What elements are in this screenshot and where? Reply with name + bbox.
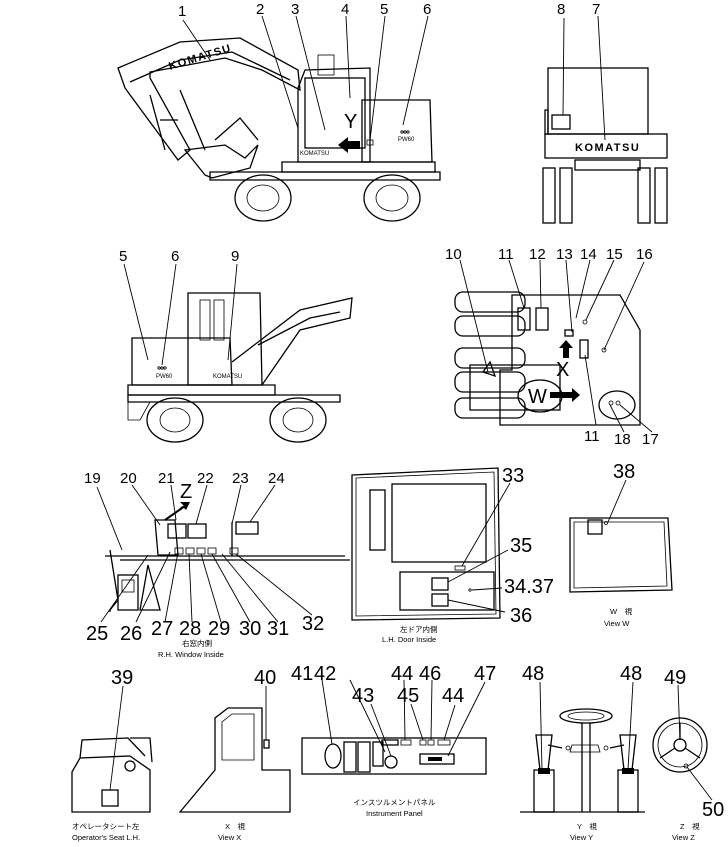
lh-door-inside-view: 33 35 34.37 36 左ドア内側 L.H. Door Inside	[351, 465, 554, 644]
callout-1: 1	[178, 3, 186, 20]
svg-text:KOMATSU: KOMATSU	[300, 151, 329, 157]
view-x-caption-jp: X 視	[225, 822, 246, 831]
view-w-caption: View W	[604, 619, 630, 628]
operator-seat-caption-jp: オペレータシート左	[72, 821, 140, 831]
callout-32: 32	[302, 613, 324, 635]
callout-14: 14	[580, 246, 597, 263]
callout-11: 11	[498, 246, 514, 263]
view-x-detail: 40 X 視 View X	[178, 667, 291, 842]
view-w-detail: 38 W 視 View W	[569, 461, 673, 628]
pw60-side-decal: PW60	[398, 137, 415, 143]
view-x-caption: View X	[218, 833, 241, 842]
komatsu-boom-decal: KOMATSU	[167, 42, 233, 73]
callout-33: 33	[502, 465, 524, 487]
callout-19: 19	[84, 470, 101, 487]
view-y-caption: View Y	[570, 833, 593, 842]
callout-5-right: 5	[119, 248, 127, 265]
callout-6-right: 6	[171, 248, 179, 265]
view-y-caption-jp: Y 視	[577, 822, 597, 831]
callout-5: 5	[380, 1, 388, 18]
callout-49: 49	[664, 667, 686, 689]
callout-34-37: 34.37	[504, 576, 554, 598]
callout-30: 30	[239, 618, 261, 640]
callout-26: 26	[120, 623, 142, 645]
callout-17: 17	[642, 431, 659, 448]
callout-39: 39	[111, 667, 133, 689]
callout-24: 24	[268, 470, 285, 487]
callout-50: 50	[702, 799, 724, 821]
callout-9: 9	[231, 248, 239, 265]
callout-7: 7	[592, 1, 600, 18]
callout-15: 15	[606, 246, 623, 263]
lh-door-caption: L.H. Door Inside	[382, 635, 436, 644]
callout-31: 31	[267, 618, 289, 640]
svg-text:KOMATSU: KOMATSU	[213, 374, 242, 380]
view-w-marker: W	[528, 386, 547, 408]
callout-22: 22	[197, 470, 214, 487]
callout-40: 40	[254, 667, 276, 689]
rh-window-caption-jp: 右窓内側	[182, 638, 212, 648]
callout-44-second: 44	[442, 685, 464, 707]
lh-door-caption-jp: 左ドア内側	[400, 624, 438, 634]
view-z-detail: 49 50 Z 視 View Z	[652, 667, 724, 842]
view-w-caption-jp: W 視	[610, 607, 633, 616]
excavator-right-side-view: PW60 KOMATSU 5 6 9	[119, 248, 353, 443]
view-y-marker: Y	[344, 111, 357, 133]
callout-12: 12	[529, 246, 546, 263]
callout-27: 27	[151, 618, 173, 640]
callout-11-lower: 11	[584, 428, 600, 445]
callout-48-right: 48	[620, 663, 642, 685]
pw60-right-decal: PW60	[156, 374, 173, 380]
callout-21: 21	[158, 470, 175, 487]
view-z-caption: View Z	[672, 833, 695, 842]
callout-20: 20	[120, 470, 137, 487]
callout-28: 28	[179, 618, 201, 640]
callout-45: 45	[397, 685, 419, 707]
callout-46: 46	[419, 663, 441, 685]
instrument-panel-view: 41 42 43 44 45 46 44 47 インスツルメントパネル Inst…	[291, 663, 496, 818]
callout-25: 25	[86, 623, 108, 645]
callout-16: 16	[636, 246, 653, 263]
callout-4: 4	[341, 1, 349, 18]
callout-2: 2	[256, 1, 264, 18]
callout-48-left: 48	[522, 663, 544, 685]
callout-6: 6	[423, 1, 431, 18]
callout-29: 29	[208, 618, 230, 640]
excavator-left-side-view: Y KOMATSU KOMATSU PW60 1 2 3 4 5 6	[117, 1, 441, 222]
excavator-top-view: W X 10 11 12 13 14 15 16 11 18 17	[445, 246, 659, 448]
callout-43: 43	[352, 685, 374, 707]
rh-window-caption: R.H. Window Inside	[158, 650, 224, 659]
callout-10: 10	[445, 246, 462, 263]
callout-47: 47	[474, 663, 496, 685]
operator-seat-caption: Operator's Seat L.H.	[72, 833, 140, 842]
rh-window-inside-view: Z 19 20 21 22 23 24 25 26 27 28 29 30 31…	[84, 470, 350, 659]
callout-36: 36	[510, 605, 532, 627]
operator-seat-view: 39 オペレータシート左 Operator's Seat L.H.	[71, 667, 153, 842]
view-x-marker: X	[556, 359, 569, 381]
callout-38: 38	[613, 461, 635, 483]
callout-42: 42	[314, 663, 336, 685]
view-y-detail: 48 48 Y 視 View Y	[520, 663, 645, 842]
instrument-panel-caption: Instrument Panel	[366, 809, 423, 818]
callout-13: 13	[556, 246, 573, 263]
callout-3: 3	[291, 1, 299, 18]
excavator-rear-view: KOMATSU 8 7	[542, 1, 668, 224]
callout-18: 18	[614, 431, 631, 448]
callout-8: 8	[557, 1, 565, 18]
callout-23: 23	[232, 470, 249, 487]
instrument-panel-caption-jp: インスツルメントパネル	[353, 798, 436, 807]
callout-44: 44	[391, 663, 413, 685]
komatsu-rear-decal: KOMATSU	[575, 142, 640, 154]
view-z-caption-jp: Z 視	[680, 822, 700, 831]
view-z-marker: Z	[180, 481, 192, 503]
callout-41: 41	[291, 663, 313, 685]
callout-35: 35	[510, 535, 532, 557]
